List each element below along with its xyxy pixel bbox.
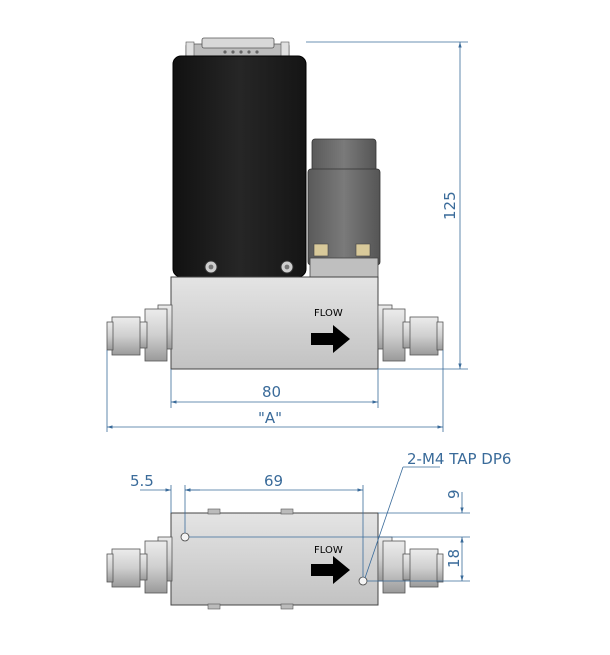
flow-arrow-bottom-icon	[311, 556, 350, 584]
dimension-lines-bottom	[140, 466, 470, 582]
outlet-fitting-bottom	[377, 536, 444, 594]
flow-label: FLOW	[314, 308, 343, 319]
dim-hole-height: 18	[445, 549, 463, 568]
dim-overall: "A"	[258, 409, 282, 427]
dsub-connector	[185, 37, 290, 59]
dimension-lines-front	[106, 41, 468, 432]
flow-arrow-icon	[311, 325, 350, 353]
outlet-fitting	[377, 304, 444, 362]
tap-hole-2	[358, 576, 368, 586]
dim-height: 125	[441, 191, 459, 220]
flow-body-block	[170, 276, 379, 370]
tap-callout: 2-M4 TAP DP6	[407, 450, 511, 468]
electronics-housing	[172, 55, 307, 278]
housing-screw	[204, 260, 294, 274]
bottom-block	[170, 512, 379, 606]
flow-label-bottom: FLOW	[314, 545, 343, 556]
valve-connector	[307, 138, 381, 278]
inlet-fitting	[106, 304, 173, 362]
bottom-view: FLOW 5.5 69 9 18 2-M4 TAP DP6	[106, 450, 511, 610]
front-view: FLOW 125 80 "A"	[106, 37, 468, 432]
dim-body-width: 80	[262, 383, 281, 401]
dim-hole-spacing: 69	[264, 472, 283, 490]
tap-hole-1	[180, 532, 190, 542]
dim-offset: 5.5	[130, 472, 154, 490]
inlet-fitting-bottom	[106, 536, 173, 594]
dim-top-offset: 9	[445, 489, 463, 499]
